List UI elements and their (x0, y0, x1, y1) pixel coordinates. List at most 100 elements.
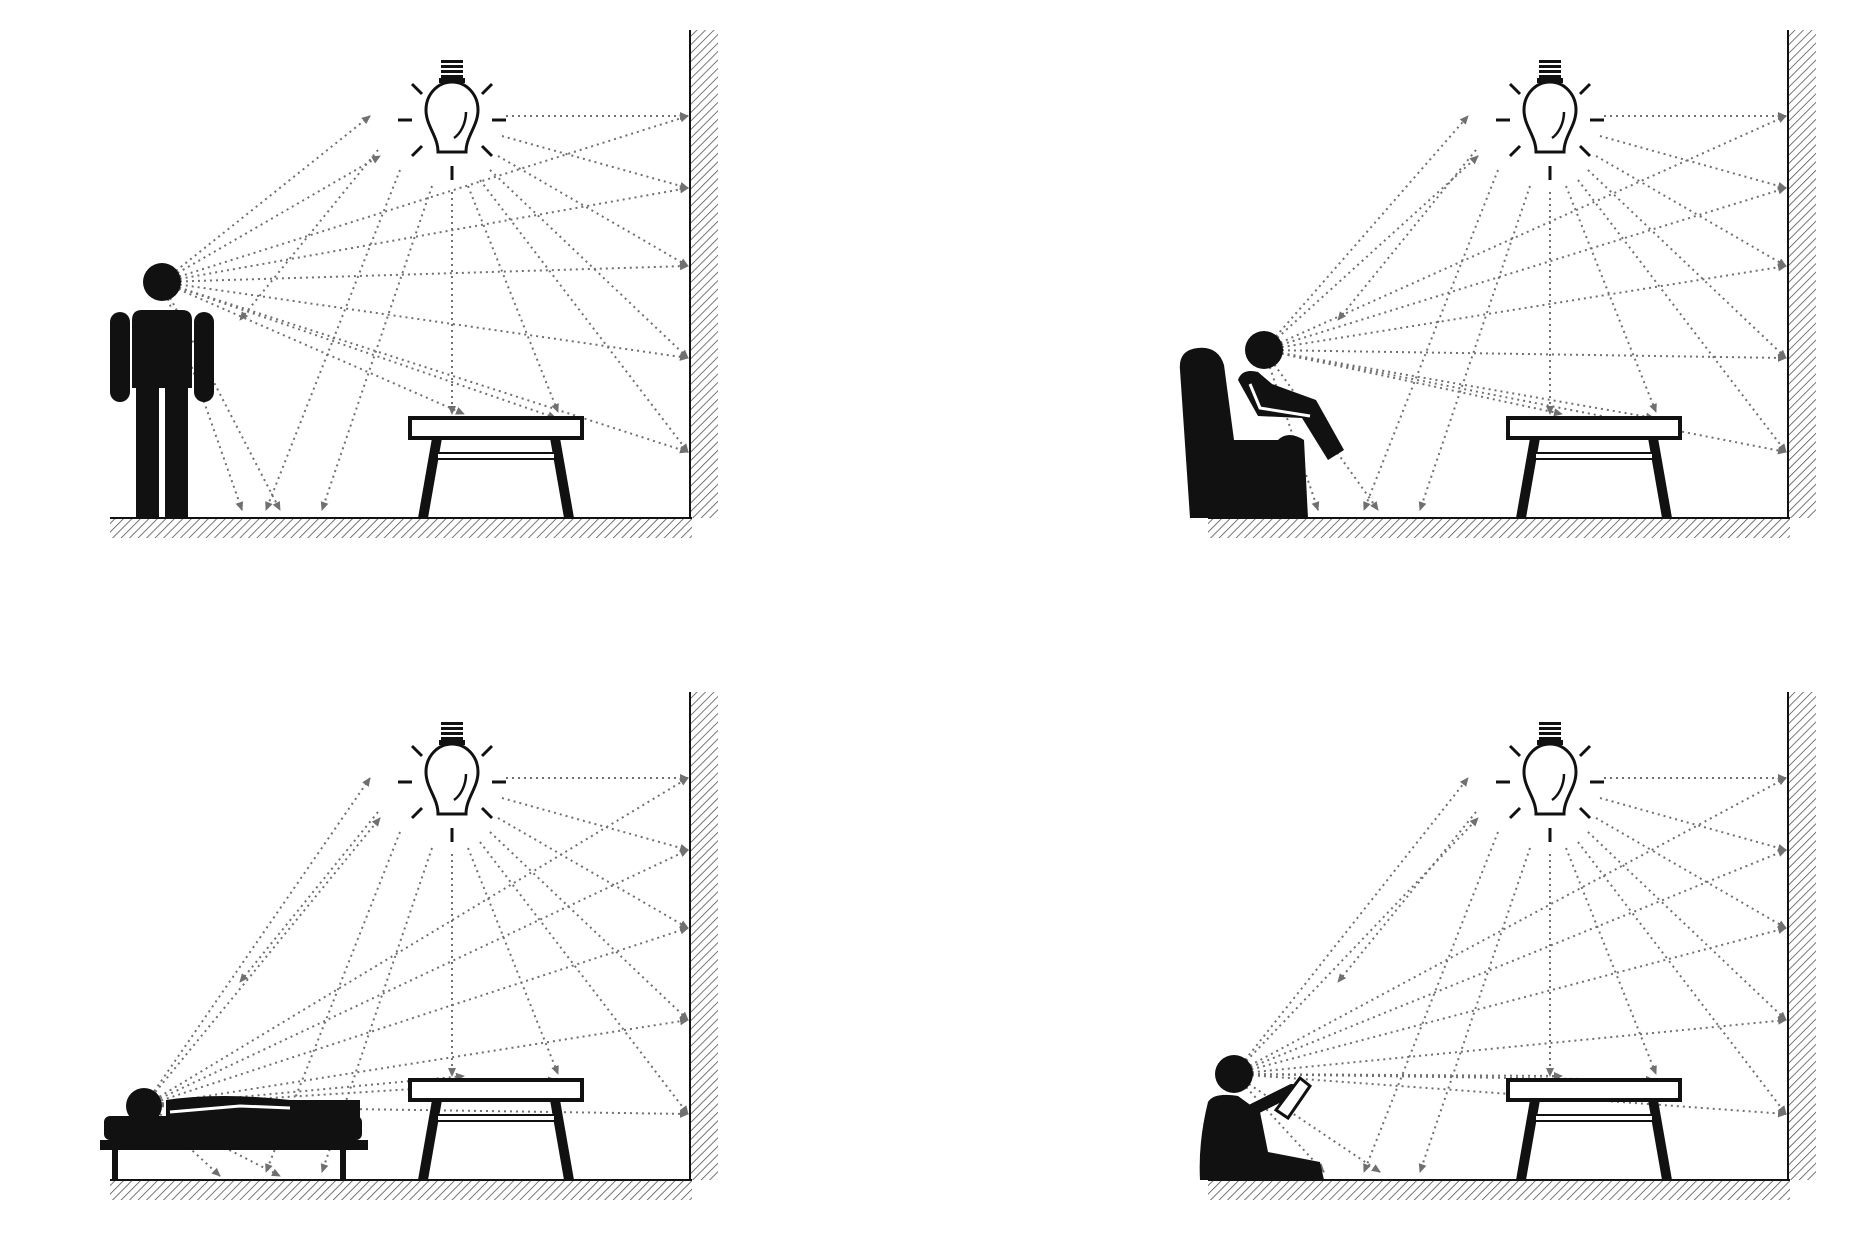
hatched-floor (1208, 518, 1790, 538)
person-head (1215, 1055, 1253, 1093)
bulb-thread (1539, 65, 1561, 68)
bulb-glow-ray (1578, 806, 1592, 820)
bulb-thread (1539, 70, 1561, 73)
hatched-floor (110, 1180, 692, 1200)
armchair-icon (1179, 347, 1308, 518)
sight-ray (161, 281, 557, 420)
light-ray (1418, 847, 1531, 1173)
bulb-glow-ray (1508, 144, 1522, 158)
bulb-glow-ray (1578, 82, 1592, 96)
light-ray (1565, 847, 1657, 1075)
panel-lying (100, 692, 718, 1200)
bulb-cap (439, 740, 465, 745)
sight-ray (161, 281, 465, 415)
table-top (408, 1078, 584, 1102)
hatched-wall (1788, 692, 1816, 1180)
sight-ray (161, 115, 371, 283)
book-icon (1273, 1075, 1313, 1121)
table-top (1506, 1078, 1682, 1102)
sight-ray (161, 114, 689, 283)
sight-ray (1263, 263, 1787, 351)
bulb-thread (441, 70, 463, 73)
sight-ray (143, 817, 381, 1107)
coffee-table-icon (408, 416, 584, 518)
sight-ray (161, 281, 689, 361)
bed-leg (112, 1148, 118, 1180)
bulb-glow-ray (480, 806, 494, 820)
person-head (126, 1088, 162, 1124)
sight-ray (1263, 115, 1787, 351)
person-head (143, 263, 181, 301)
light-ray (467, 185, 559, 413)
mattress (104, 1116, 362, 1140)
panel-floor-reading (1199, 692, 1816, 1200)
bulb-glow-ray (1508, 744, 1522, 758)
sight-ray (1263, 349, 1563, 417)
bulb-thread (1539, 75, 1561, 78)
sight-ray (1263, 115, 1469, 351)
light-ray (497, 817, 689, 929)
bulb-glass (424, 80, 480, 154)
bulb-glow-ray (410, 144, 424, 158)
light-ray (497, 155, 689, 267)
light-bulb-icon (398, 722, 506, 842)
bulb-thread (441, 722, 463, 725)
sight-ray (161, 262, 689, 283)
table-top (408, 416, 584, 440)
light-ray (320, 185, 433, 511)
person-body (1199, 1094, 1324, 1180)
light-ray (1577, 179, 1787, 453)
bed-leg (340, 1148, 346, 1180)
bulb-thread (1539, 727, 1561, 730)
light-ray (1587, 831, 1787, 1021)
sight-ray (1263, 349, 1787, 455)
table-leg (418, 438, 574, 518)
bulb-glow-ray (480, 82, 494, 96)
light-ray (1363, 169, 1499, 511)
sight-ray (1233, 1073, 1655, 1084)
bulb-glow-ray (410, 744, 424, 758)
sight-ray (143, 777, 371, 1107)
person-arm-outline (1248, 383, 1311, 418)
sight-ray (1263, 349, 1655, 421)
person-body (1238, 371, 1344, 460)
bulb-highlight (453, 111, 468, 140)
coffee-table-icon (1506, 416, 1682, 518)
light-ray (479, 841, 689, 1115)
hatched-wall (690, 692, 718, 1180)
hatched-wall (1788, 30, 1816, 518)
sight-ray (1233, 1073, 1325, 1173)
bulb-glow-ray (410, 82, 424, 96)
sight-ray (161, 185, 689, 283)
light-ray (1595, 817, 1787, 929)
sight-ray (1233, 1016, 1787, 1075)
sight-ray (1263, 349, 1787, 362)
hatched-floor (1208, 1180, 1790, 1200)
table-rail-inner (1536, 454, 1652, 458)
light-ray (1587, 169, 1787, 359)
bulb-glass (1522, 742, 1578, 816)
bulb-thread (1539, 737, 1561, 740)
bulb-highlight (453, 773, 468, 802)
table-rail-inner (438, 454, 554, 458)
sight-ray (1233, 926, 1787, 1075)
bulb-glow-ray (480, 144, 494, 158)
sight-ray (1263, 155, 1479, 351)
bulb-glow-ray (410, 806, 424, 820)
light-ray (265, 169, 401, 511)
light-ray (1337, 811, 1477, 983)
sight-ray (1233, 777, 1469, 1075)
bulb-thread (441, 732, 463, 735)
bulb-cap (1537, 78, 1563, 83)
light-bulb-icon (1496, 722, 1604, 842)
bulb-highlight (1551, 111, 1566, 140)
person-leg (136, 386, 159, 518)
light-ray (1337, 149, 1477, 321)
bulb-thread (441, 65, 463, 68)
light-ray (1565, 185, 1657, 413)
sight-ray (1233, 817, 1479, 1075)
bed-frame (100, 1140, 368, 1150)
bulb-thread (1539, 732, 1561, 735)
bulb-glow-ray (1508, 806, 1522, 820)
